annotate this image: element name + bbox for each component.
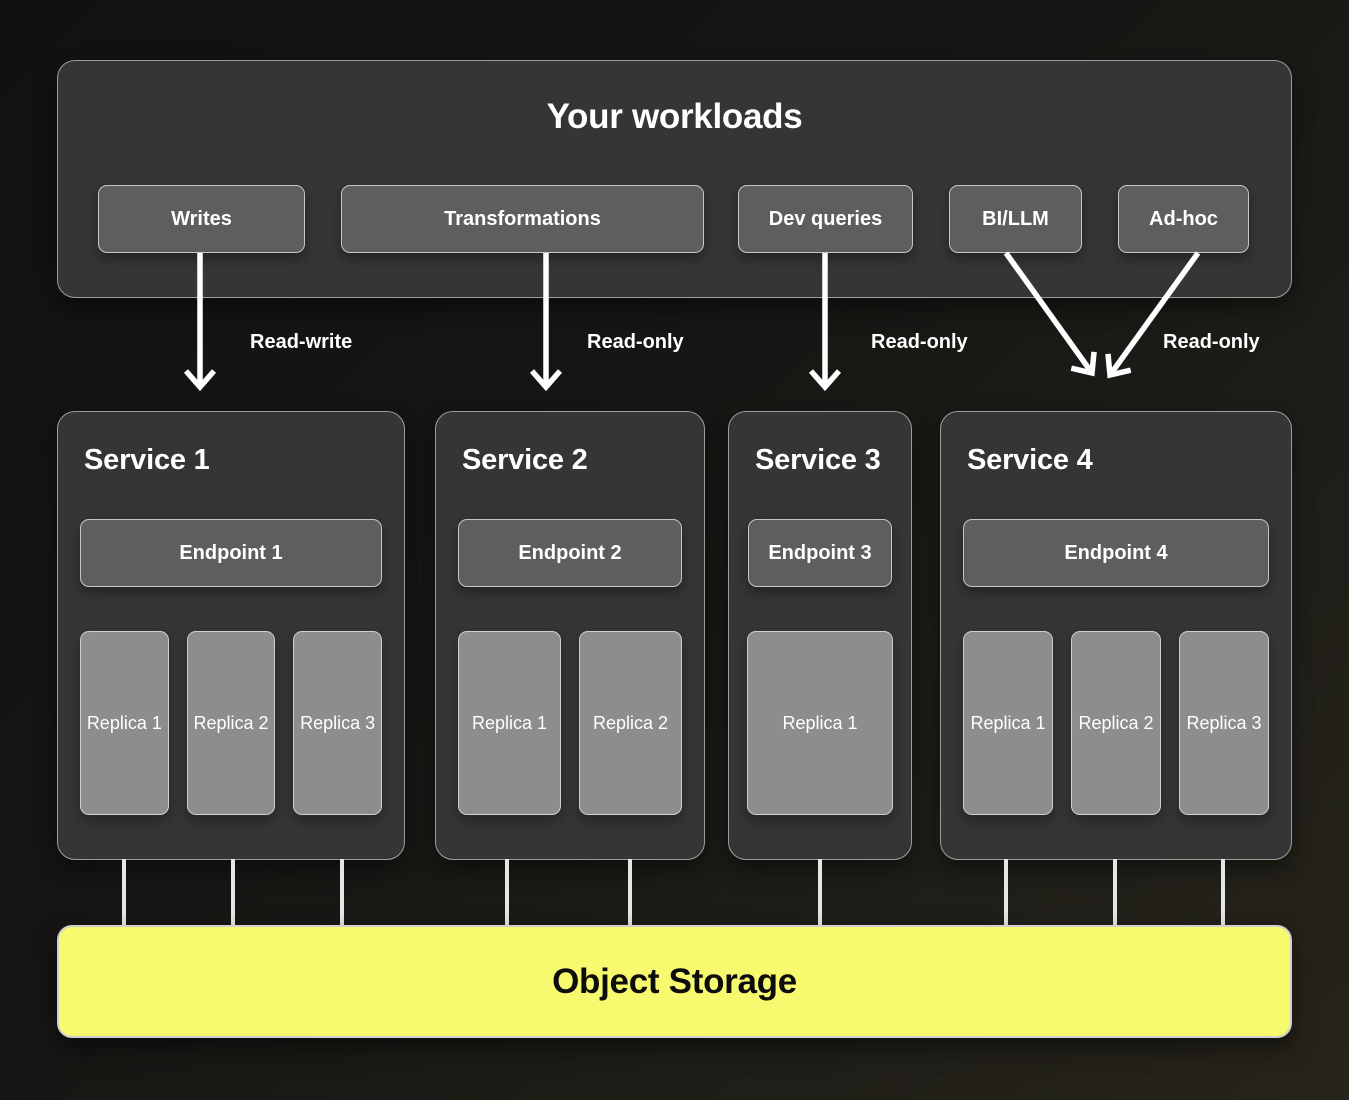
workload-node-bi-llm: BI/LLM xyxy=(949,185,1082,253)
service-3-title: Service 3 xyxy=(755,444,881,476)
service-1-replica-2: Replica 2 xyxy=(186,631,276,815)
arrow-label-read-only-2: Read-only xyxy=(871,331,968,353)
service-1-replica-3: Replica 3 xyxy=(293,631,383,815)
service-4-replica-1: Replica 1 xyxy=(963,631,1053,815)
arrow-label-read-only-3: Read-only xyxy=(1163,331,1260,353)
object-storage-bar: Object Storage xyxy=(57,925,1292,1038)
workload-node-writes: Writes xyxy=(98,185,305,253)
service-1-endpoint: Endpoint 1 xyxy=(80,519,382,587)
service-4-endpoint: Endpoint 4 xyxy=(963,519,1269,587)
service-4-title: Service 4 xyxy=(967,444,1093,476)
service-4-replica-3: Replica 3 xyxy=(1179,631,1269,815)
workloads-title: Your workloads xyxy=(546,97,803,136)
service-1-replicas: Replica 1 Replica 2 Replica 3 xyxy=(80,631,383,815)
workloads-panel: Your workloads Writes Transformations De… xyxy=(57,60,1292,298)
service-3-replicas: Replica 1 xyxy=(747,631,893,815)
workload-node-transformations: Transformations xyxy=(341,185,704,253)
arrow-label-read-write: Read-write xyxy=(250,331,353,353)
service-1-replica-1: Replica 1 xyxy=(80,631,169,815)
workload-node-dev-queries: Dev queries xyxy=(738,185,913,253)
service-2-panel: Service 2 Endpoint 2 Replica 1 Replica 2 xyxy=(435,411,705,860)
service-3-panel: Service 3 Endpoint 3 Replica 1 xyxy=(728,411,912,860)
service-1-title: Service 1 xyxy=(84,444,210,476)
service-1-panel: Service 1 Endpoint 1 Replica 1 Replica 2… xyxy=(57,411,405,860)
service-3-replica-1: Replica 1 xyxy=(747,631,893,815)
service-2-title: Service 2 xyxy=(462,444,588,476)
service-2-replica-2: Replica 2 xyxy=(579,631,682,815)
arrow-label-read-only-1: Read-only xyxy=(587,331,684,353)
service-2-replica-1: Replica 1 xyxy=(458,631,561,815)
service-2-endpoint: Endpoint 2 xyxy=(458,519,682,587)
service-2-replicas: Replica 1 Replica 2 xyxy=(458,631,682,815)
service-4-replica-2: Replica 2 xyxy=(1071,631,1161,815)
service-4-replicas: Replica 1 Replica 2 Replica 3 xyxy=(963,631,1269,815)
service-4-panel: Service 4 Endpoint 4 Replica 1 Replica 2… xyxy=(940,411,1292,860)
service-3-endpoint: Endpoint 3 xyxy=(748,519,892,587)
workload-node-ad-hoc: Ad-hoc xyxy=(1118,185,1249,253)
